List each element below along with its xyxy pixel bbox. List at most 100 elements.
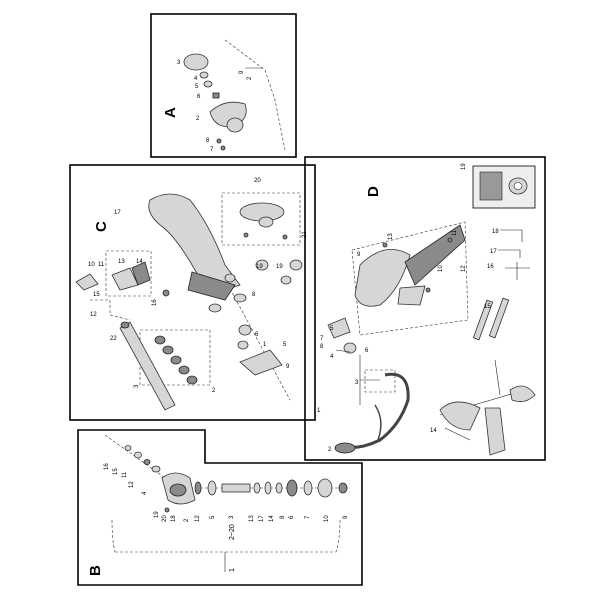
bushing [151,465,161,473]
part-number: 12 [90,312,97,318]
end-cap [509,385,536,403]
part-number: 8 [252,292,256,298]
part-number: 5 [283,342,287,348]
part-number: 9 [239,70,245,74]
part-number: 6 [255,332,259,338]
screw [243,232,249,238]
part-number: 9 [286,364,290,370]
bearing [143,459,151,465]
range-lead-label: 1 [229,568,236,572]
fitting [237,340,249,350]
harness-pad [439,401,481,431]
tube-end [120,321,130,329]
b-bracket-right [335,519,341,553]
part-number: 2 [184,518,190,522]
loop-handle [339,372,410,450]
c-bracket-box [105,250,152,297]
part-number: 9 [357,252,361,258]
screw [216,138,222,144]
end-nut [338,482,348,494]
part-number: 6 [365,348,369,354]
part-number: 20 [162,515,168,522]
gear [286,479,298,497]
part-number: 13 [118,259,125,265]
blade-strip [472,299,494,341]
washer [194,481,202,495]
part-number: 6 [289,515,295,519]
trigger-block [187,271,236,301]
screw [447,237,453,243]
range-label: 2~20 [229,524,236,540]
part-number: 15 [113,468,119,475]
blade-strip [488,297,510,339]
part-number: 15 [484,304,491,310]
part-number: 2 [196,116,200,122]
grip-rollers [154,335,198,385]
part-number: 5 [330,326,334,332]
base-plate [239,349,283,376]
section-a: A 3 4 5 6 2 8 7 9 2 [150,13,297,158]
part-number: 5 [195,84,199,90]
fitting [289,259,303,271]
part-number: 13 [388,233,394,240]
part-number: 22 [110,336,117,342]
part-number: 5 [210,515,216,519]
part-number: 10 [438,265,444,272]
part-number: 4 [330,354,334,360]
screw [282,234,288,240]
part-number: 17 [259,515,265,522]
gear-housing [169,483,187,497]
pivot [162,289,170,297]
part-number: 9 [343,515,349,519]
part-number: 10 [324,515,330,522]
part-number: 17 [114,210,121,216]
harness-strap [484,407,506,456]
part-number: 6 [197,94,201,100]
grip-tube [119,321,176,411]
spool-hole [513,182,523,190]
roller [162,345,174,355]
part-number: 7 [305,515,311,519]
bracket-plate [131,261,151,286]
part-number: 18 [171,515,177,522]
section-c-frame [69,164,316,421]
part-number: 3 [355,380,359,386]
roller [186,375,198,385]
section-b: B 2~20 1 16 15 11 12 4 [77,429,363,586]
section-c: C [69,164,316,421]
fitting [280,275,292,285]
section-c-label: C [93,221,110,232]
part-number: 3 [229,515,235,519]
part-number: 12 [461,265,467,272]
part-number: 2 [247,76,253,80]
part-number: 19 [256,264,263,270]
part-number: 14 [136,259,143,265]
spacer [275,482,283,494]
fitting [255,259,269,271]
fitting [238,324,252,336]
spacer [264,481,272,495]
pulley [317,478,333,498]
part-number: 2 [328,447,332,453]
part-number: 14 [269,515,275,522]
bushing [124,445,132,451]
part-number: 7 [320,336,324,342]
part-number: 14 [430,428,437,434]
hex-key-small [498,249,521,258]
d-handle-box [364,369,396,393]
part-number: 3 [177,60,181,66]
bearing [207,480,217,496]
part-number: 11 [98,262,105,268]
part-number: 18 [492,229,499,235]
blade-guard [354,248,411,307]
boss [258,216,274,228]
b-bracket-left [111,519,116,553]
blade-mount [397,285,426,306]
part-number: 11 [122,471,128,478]
d-blade-box [351,221,469,336]
d-leader [335,349,351,353]
section-a-frame [150,13,297,158]
part-number: 12 [195,515,201,522]
washer [203,80,213,88]
